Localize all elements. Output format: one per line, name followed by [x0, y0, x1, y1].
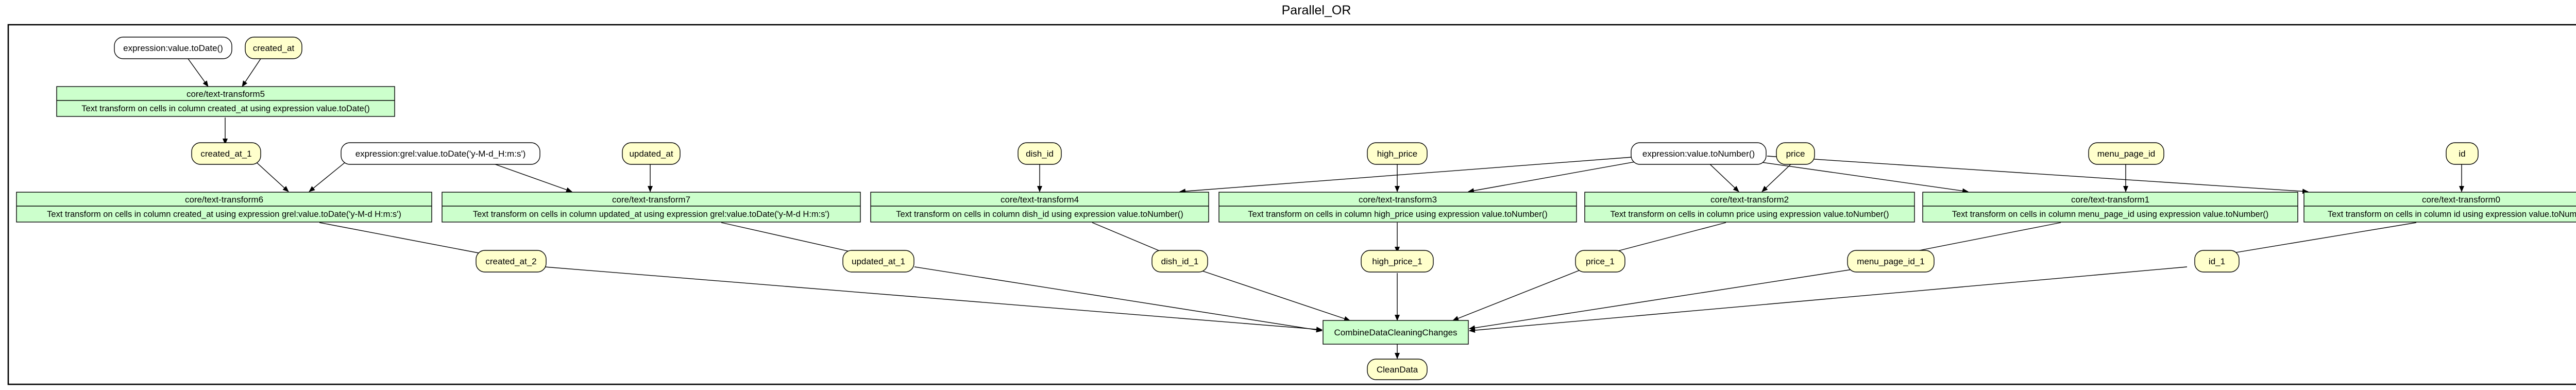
edge-dish_id_1-to-combine — [1197, 269, 1350, 321]
step-node-text-transform1: core/text-transform1 Text transform on c… — [1922, 192, 2298, 223]
step-description: Text transform on cells in column price … — [1610, 210, 1889, 219]
step-name: core/text-transform6 — [185, 195, 263, 205]
edge-price-to-t2 — [1761, 162, 1793, 192]
data-label: created_at_2 — [485, 257, 536, 266]
diagram-title: Parallel_OR — [1282, 3, 1351, 18]
edge-created_at-to-t5 — [242, 58, 261, 87]
edge-t0-to-id_1 — [2220, 222, 2417, 257]
step-description: Text transform on cells in column high_p… — [1248, 210, 1547, 219]
data-node-updated_at: updated_at — [622, 142, 681, 165]
step-description: Text transform on cells in column create… — [47, 210, 401, 219]
edges — [188, 58, 2464, 359]
data-node-created_at_2: created_at_2 — [476, 250, 547, 273]
edge-t6-to-created_at_2 — [319, 222, 490, 257]
data-node-price: price — [1776, 142, 1815, 165]
step-description: Text transform on cells in column create… — [81, 104, 369, 113]
edge-param-to-t5 — [188, 58, 209, 87]
edge-t1-to-menu_page_id_1 — [1895, 222, 2061, 257]
data-label: updated_at_1 — [852, 257, 905, 266]
edge-to_number-to-t4 — [1179, 157, 1633, 194]
param-label: expression:value.toNumber() — [1642, 149, 1755, 159]
param-node-to-date: expression:value.toDate() — [114, 37, 232, 59]
edge-id_1-to-combine — [1469, 266, 2188, 333]
step-node-text-transform2: core/text-transform2 Text transform on c… — [1584, 192, 1915, 223]
edge-created_at_2-to-combine — [525, 265, 1323, 332]
data-label: created_at — [253, 43, 295, 53]
data-label: id — [2459, 149, 2465, 159]
edge-to_number-to-t2 — [1707, 162, 1739, 192]
edge-to_number-to-t3 — [1468, 161, 1639, 193]
step-name: core/text-transform2 — [1710, 195, 1789, 205]
edge-grel-to-t7 — [489, 162, 572, 193]
step-description: Text transform on cells in column update… — [473, 210, 829, 219]
step-node-text-transform4: core/text-transform4 Text transform on c… — [870, 192, 1209, 223]
data-node-created_at_1: created_at_1 — [191, 142, 261, 165]
edge-t7-to-updated_at_1 — [721, 222, 866, 257]
data-label: dish_id — [1026, 149, 1054, 159]
data-node-dish_id: dish_id — [1018, 142, 1062, 165]
step-name: core/text-transform0 — [2422, 195, 2500, 205]
data-node-created_at: created_at — [245, 37, 302, 59]
data-label: price — [1786, 149, 1805, 159]
edge-grel-to-t6 — [309, 162, 346, 192]
edge-t2-to-price_1 — [1602, 222, 1726, 257]
step-name: core/text-transform1 — [2071, 195, 2149, 205]
data-label: created_at_1 — [200, 149, 251, 159]
data-label: price_1 — [1586, 257, 1615, 266]
data-node-high_price: high_price — [1367, 142, 1428, 165]
data-node-menu_page_id: menu_page_id — [2088, 142, 2164, 165]
edge-to_number-to-t0 — [1767, 156, 2309, 194]
param-node-to-number: expression:value.toNumber() — [1631, 142, 1767, 165]
data-node-high_price_1: high_price_1 — [1361, 250, 1434, 273]
step-name: core/text-transform7 — [612, 195, 690, 205]
data-node-id_1: id_1 — [2194, 250, 2240, 273]
step-name: CombineDataCleaningChanges — [1334, 328, 1457, 337]
data-node-cleandata: CleanData — [1367, 359, 1428, 380]
data-label: high_price — [1377, 149, 1417, 159]
data-label: updated_at — [629, 149, 673, 159]
data-label: CleanData — [1377, 365, 1418, 375]
step-node-text-transform6: core/text-transform6 Text transform on c… — [16, 192, 432, 223]
step-node-text-transform0: core/text-transform0 Text transform on c… — [2303, 192, 2576, 223]
data-label: menu_page_id_1 — [1857, 257, 1924, 266]
step-node-text-transform3: core/text-transform3 Text transform on c… — [1218, 192, 1577, 223]
data-node-dish_id_1: dish_id_1 — [1151, 250, 1208, 273]
step-name: core/text-transform5 — [187, 89, 265, 99]
step-name: core/text-transform3 — [1359, 195, 1437, 205]
edge-menu_page_id_1-to-combine — [1469, 268, 1859, 331]
data-node-updated_at_1: updated_at_1 — [842, 250, 914, 273]
step-name: core/text-transform4 — [1001, 195, 1079, 205]
step-description: Text transform on cells in column id usi… — [2328, 210, 2576, 219]
param-node-grel-to-date: expression:grel:value.toDate('y-M-d_H:m:… — [341, 142, 540, 165]
edge-t4-to-dish_id_1 — [1092, 222, 1170, 256]
step-node-combine: CombineDataCleaningChanges — [1323, 320, 1469, 345]
diagram-frame — [7, 24, 2576, 385]
edge-updated_at_1-to-combine — [914, 266, 1323, 333]
edge-price_1-to-combine — [1452, 269, 1582, 321]
edge-to_number-to-t1 — [1754, 161, 1969, 194]
param-label: expression:grel:value.toDate('y-M-d_H:m:… — [355, 149, 526, 159]
data-node-menu_page_id_1: menu_page_id_1 — [1847, 250, 1935, 273]
step-description: Text transform on cells in column menu_p… — [1952, 210, 2268, 219]
step-description: Text transform on cells in column dish_i… — [896, 210, 1183, 219]
data-label: dish_id_1 — [1161, 257, 1199, 266]
step-node-text-transform5: core/text-transform5 Text transform on c… — [56, 86, 395, 117]
data-node-id: id — [2446, 142, 2479, 165]
data-label: menu_page_id — [2097, 149, 2155, 159]
param-label: expression:value.toDate() — [123, 43, 223, 53]
edge-created_at_1-to-t6 — [252, 159, 289, 192]
data-node-price_1: price_1 — [1575, 250, 1625, 273]
data-label: high_price_1 — [1372, 257, 1422, 266]
step-node-text-transform7: core/text-transform7 Text transform on c… — [442, 192, 861, 223]
data-label: id_1 — [2209, 257, 2225, 266]
